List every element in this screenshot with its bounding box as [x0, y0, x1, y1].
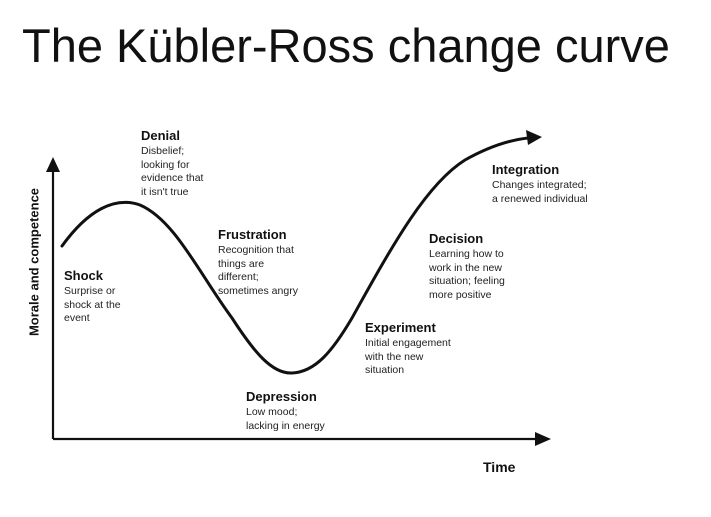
curve-arrowhead	[526, 130, 542, 145]
stage-integration-description: Changes integrated; a renewed individual	[492, 179, 588, 205]
stage-decision-heading: Decision	[429, 231, 484, 246]
stage-experiment-description: Initial engagement with the new situatio…	[365, 337, 451, 376]
stage-shock-heading: Shock	[64, 268, 104, 283]
stage-depression-description: Low mood; lacking in energy	[246, 406, 325, 432]
stage-depression-heading: Depression	[246, 389, 317, 404]
stage-frustration-heading: Frustration	[218, 227, 287, 242]
stage-denial-heading: Denial	[141, 128, 181, 143]
stage-shock-description: Surprise or shock at the event	[64, 285, 121, 324]
stage-depression: Depression Low mood; lacking in energy	[246, 389, 325, 433]
change-curve	[60, 136, 530, 375]
stage-experiment: Experiment Initial engagement with the n…	[365, 320, 451, 378]
stage-frustration: Frustration Recognition that things are …	[218, 227, 298, 298]
x-axis-label: Time	[483, 459, 516, 475]
stage-frustration-description: Recognition that things are different; s…	[218, 244, 298, 297]
stage-decision: Decision Learning how to work in the new…	[429, 231, 505, 302]
stage-experiment-heading: Experiment	[365, 320, 436, 335]
x-axis-arrowhead	[535, 432, 551, 446]
y-axis-label: Morale and competence	[26, 187, 42, 337]
stage-shock: Shock Surprise or shock at the event	[64, 268, 121, 326]
page-title: The Kübler-Ross change curve	[22, 19, 670, 72]
stage-decision-description: Learning how to work in the new situatio…	[429, 248, 505, 301]
stage-integration-heading: Integration	[492, 162, 560, 177]
y-axis-arrowhead	[46, 157, 60, 172]
stage-integration: Integration Changes integrated; a renewe…	[492, 162, 588, 206]
stage-denial-description: Disbelief; looking for evidence that it …	[141, 145, 204, 198]
stage-denial: Denial Disbelief; looking for evidence t…	[141, 128, 203, 199]
